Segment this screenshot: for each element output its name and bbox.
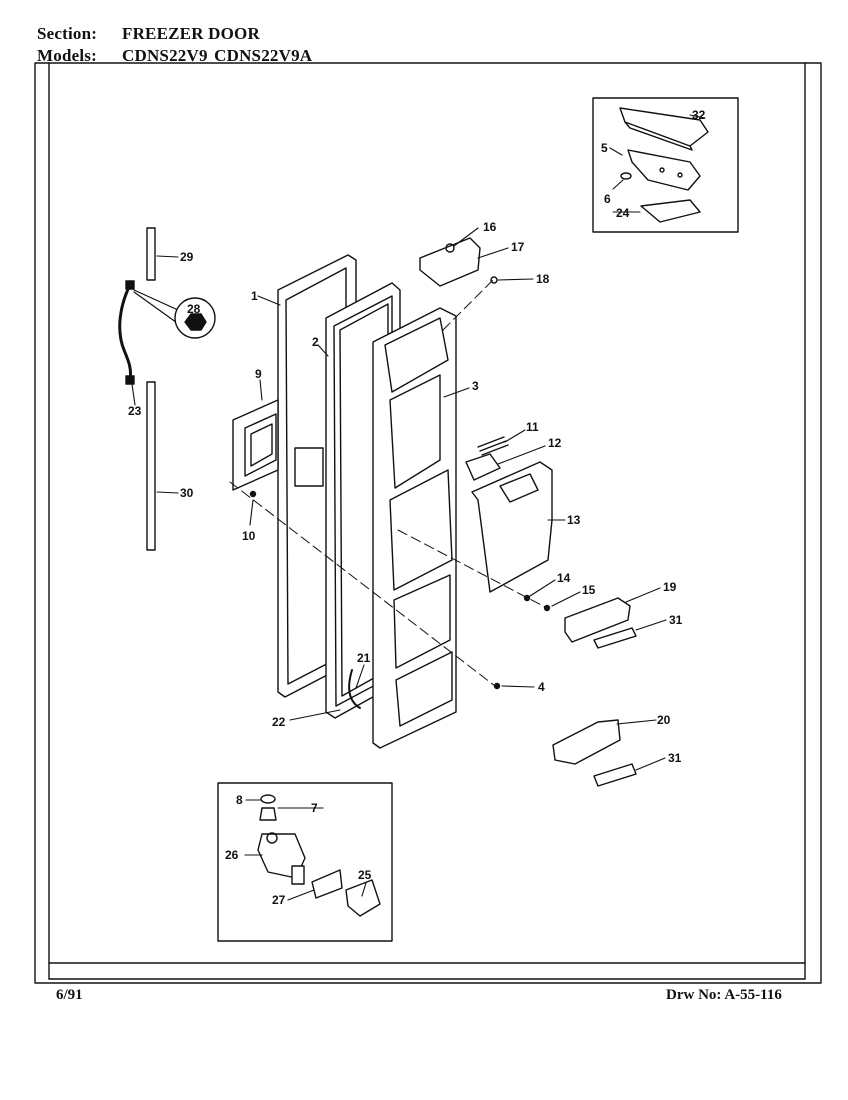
callout-7: 7 bbox=[311, 801, 318, 815]
wire-21 bbox=[348, 669, 361, 709]
inner-door-panel-3 bbox=[372, 307, 457, 749]
callout-22: 22 bbox=[272, 715, 286, 729]
callout-12: 12 bbox=[548, 436, 562, 450]
trim-strip-30 bbox=[146, 381, 156, 551]
callout-11: 11 bbox=[526, 420, 539, 434]
hinge-inset-box bbox=[592, 97, 739, 233]
callout-25: 25 bbox=[358, 868, 372, 882]
footer-date: 6/91 bbox=[56, 987, 83, 1003]
footer-drawing-number: Drw No: A-55-116 bbox=[666, 987, 782, 1003]
callout-20: 20 bbox=[657, 713, 671, 727]
callout-28: 28 bbox=[187, 302, 201, 316]
bracket-17 bbox=[419, 237, 481, 287]
callout-10: 10 bbox=[242, 529, 256, 543]
callout-3: 3 bbox=[472, 379, 479, 393]
shim-24 bbox=[640, 199, 701, 223]
screw-18 bbox=[490, 276, 498, 284]
callout-14: 14 bbox=[557, 571, 571, 585]
drawing-border bbox=[34, 62, 822, 984]
spring-11 bbox=[477, 436, 509, 456]
callout-9: 9 bbox=[255, 367, 262, 381]
callout-13: 13 bbox=[567, 513, 581, 527]
hinge-cover-part-32 bbox=[619, 107, 709, 151]
callout-31-lower: 31 bbox=[668, 751, 682, 765]
screw-16 bbox=[445, 243, 455, 253]
callout-31-upper: 31 bbox=[669, 613, 683, 627]
cup-12 bbox=[465, 453, 501, 481]
callout-6: 6 bbox=[604, 192, 611, 206]
section-title: FREEZER DOOR bbox=[122, 24, 260, 43]
callout-27: 27 bbox=[272, 893, 286, 907]
callout-1: 1 bbox=[251, 289, 258, 303]
callout-32: 32 bbox=[692, 108, 706, 122]
section-label: Section: bbox=[37, 24, 98, 43]
callout-8: 8 bbox=[236, 793, 243, 807]
shelf-19 bbox=[564, 597, 631, 643]
callout-29: 29 bbox=[180, 250, 194, 264]
callout-18: 18 bbox=[536, 272, 550, 286]
callout-17: 17 bbox=[511, 240, 525, 254]
callout-5: 5 bbox=[601, 141, 608, 155]
models-label: Models: bbox=[37, 46, 97, 65]
hinge-pin-parts bbox=[257, 794, 381, 917]
hinge-pin-inset-box bbox=[217, 782, 393, 942]
models-list: CDNS22V9 CDNS22V9A bbox=[122, 46, 313, 65]
dispenser-frame-9 bbox=[232, 399, 279, 491]
callout-30: 30 bbox=[180, 486, 194, 500]
screw-10 bbox=[249, 490, 257, 498]
hinge-plate bbox=[627, 149, 701, 191]
ice-chute-13 bbox=[471, 461, 553, 593]
wire-harness-23 bbox=[118, 283, 132, 382]
callout-15: 15 bbox=[582, 583, 596, 597]
screw-15 bbox=[543, 604, 551, 612]
shelf-20 bbox=[552, 719, 621, 765]
callout-21: 21 bbox=[357, 651, 371, 665]
alignment-lines bbox=[229, 279, 546, 687]
washer-6 bbox=[620, 172, 632, 180]
trim-31-upper bbox=[593, 627, 637, 649]
callout-23: 23 bbox=[128, 404, 142, 418]
trim-strip-29 bbox=[146, 227, 156, 281]
callout-leaders bbox=[131, 114, 706, 901]
callout-2: 2 bbox=[312, 335, 319, 349]
callout-24: 24 bbox=[616, 206, 630, 220]
callout-26: 26 bbox=[225, 848, 239, 862]
callout-19: 19 bbox=[663, 580, 677, 594]
callout-4: 4 bbox=[538, 680, 545, 694]
trim-31-lower bbox=[593, 763, 637, 787]
callout-16: 16 bbox=[483, 220, 497, 234]
